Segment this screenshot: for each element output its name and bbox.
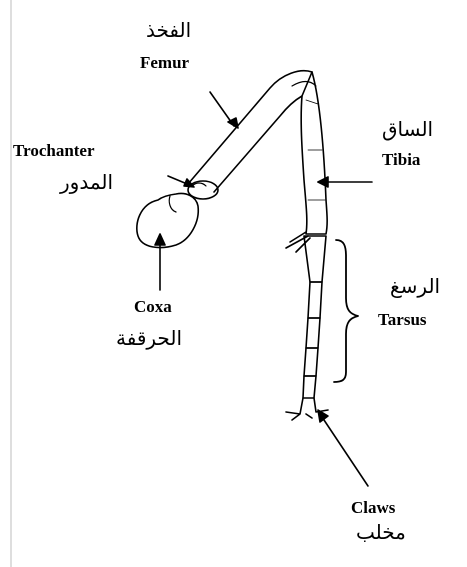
trochanter-label-ar: المدور xyxy=(60,172,113,192)
femur-label-en: Femur xyxy=(140,54,189,71)
tarsus-label-ar: الرسغ xyxy=(390,276,440,296)
tibia-pointer xyxy=(318,177,372,187)
coxa-segment xyxy=(137,194,198,248)
tibia-label-en: Tibia xyxy=(382,151,420,168)
claws-pointer xyxy=(318,410,368,486)
coxa-label-en: Coxa xyxy=(134,298,172,315)
coxa-pointer xyxy=(155,234,165,290)
femur-segment xyxy=(188,71,312,192)
tibia-label-ar: الساق xyxy=(382,119,433,139)
tarsus-label-en: Tarsus xyxy=(378,311,427,328)
claws-label-ar: مخلب xyxy=(356,522,406,542)
coxa-label-ar: الحرقفة xyxy=(116,328,182,348)
tarsus-brace xyxy=(334,240,358,382)
claws-label-en: Claws xyxy=(351,499,395,516)
femur-pointer xyxy=(210,92,238,128)
trochanter-pointer xyxy=(168,176,194,187)
tarsus-segments xyxy=(303,236,326,398)
trochanter-label-en: Trochanter xyxy=(13,142,95,159)
femur-label-ar: الفخذ xyxy=(146,20,191,40)
tibia-segment xyxy=(301,72,327,234)
